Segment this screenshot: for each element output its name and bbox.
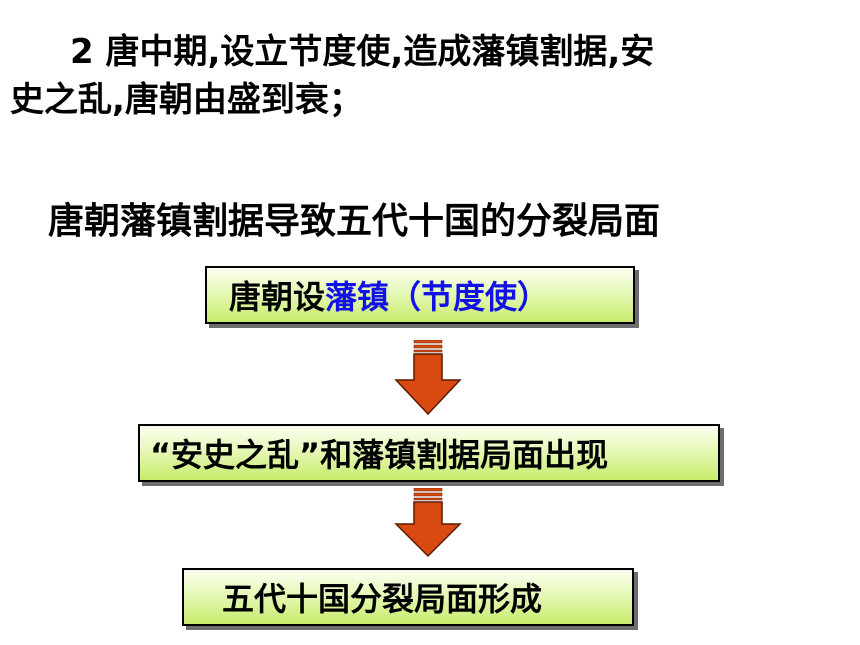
intro-text: 2 唐中期,设立节度使,造成藩镇割据,安 史之乱,唐朝由盛到衰；: [10, 28, 840, 124]
flow-box-tang-fanzhen: 唐朝设藩镇（节度使）: [205, 266, 635, 324]
intro-line-1-text: 2 唐中期,设立节度使,造成藩镇割据,安: [70, 32, 655, 72]
flow-box-1-highlight: 藩镇（节度使）: [325, 278, 550, 316]
flow-box-five-dynasties: 五代十国分裂局面形成: [182, 568, 634, 626]
down-arrow-icon: [394, 340, 462, 416]
intro-line-1: 2 唐中期,设立节度使,造成藩镇割据,安: [10, 28, 840, 76]
flow-box-anshi-rebellion: “安史之乱”和藩镇割据局面出现: [138, 424, 720, 482]
flow-box-1-prefix: 唐朝设: [229, 278, 326, 316]
down-arrow-icon: [394, 488, 462, 558]
intro-line-2: 史之乱,唐朝由盛到衰；: [10, 80, 363, 120]
diagram-heading: 唐朝藩镇割据导致五代十国的分裂局面: [48, 201, 661, 242]
